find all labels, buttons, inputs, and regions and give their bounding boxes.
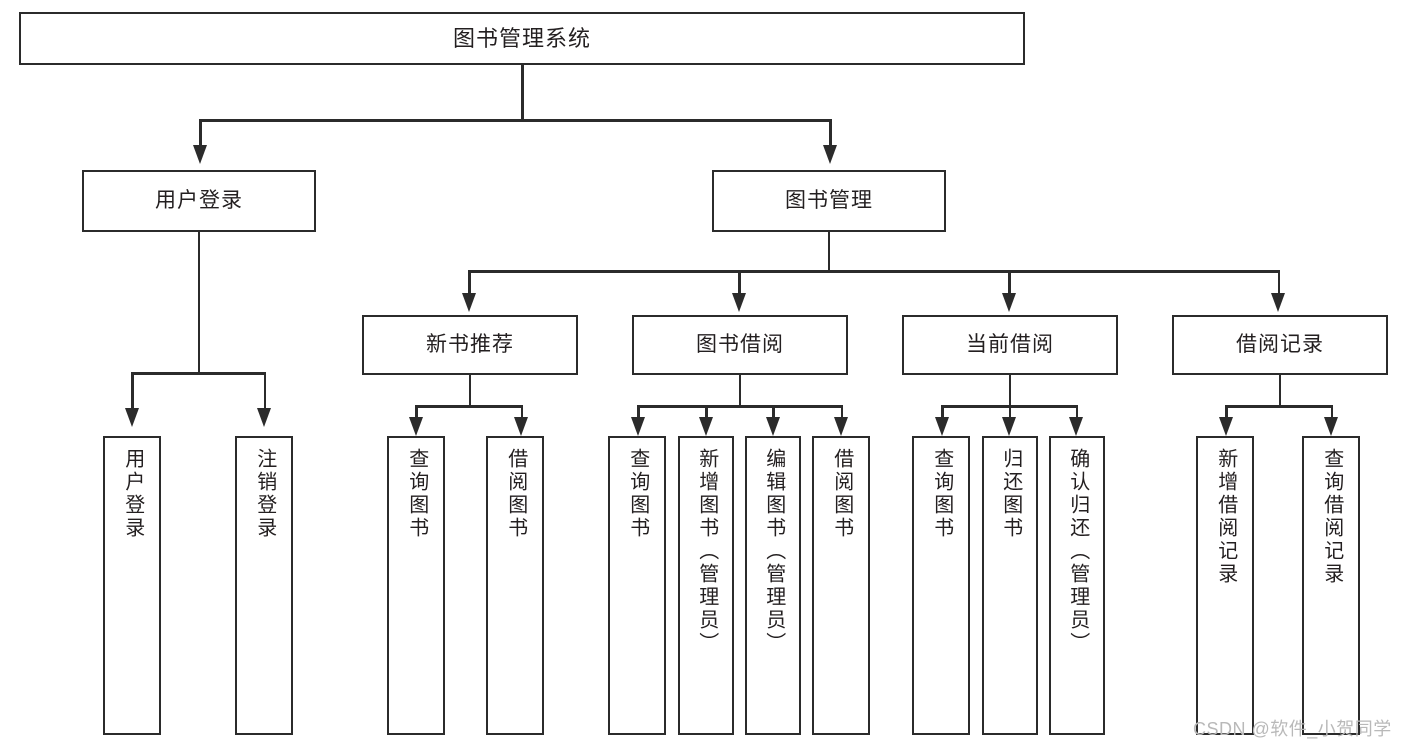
node-leaf-edit-book[interactable]: 编辑图书（管理员） <box>745 436 801 735</box>
node-leaf-user-login[interactable]: 用户登录 <box>103 436 161 735</box>
node-leaf-query-book-2[interactable]: 查询图书 <box>608 436 666 735</box>
arrowhead-to-leaf-query-book-1 <box>408 417 423 436</box>
connector-book-borrow-drop-4 <box>840 405 843 419</box>
connector-book-borrow-drop-1 <box>637 405 640 419</box>
connector-new-book-bus <box>415 405 523 408</box>
arrowhead-to-leaf-query-record <box>1324 417 1338 436</box>
connector-root-stem <box>521 65 524 120</box>
node-leaf-query-record[interactable]: 查询借阅记录 <box>1302 436 1360 735</box>
node-label: 用户登录 <box>121 448 144 540</box>
csdn-watermark: CSDN @软件_小贺同学 <box>1193 719 1392 739</box>
node-leaf-borrow-book-1[interactable]: 借阅图书 <box>486 436 544 735</box>
arrowhead-to-leaf-borrow-book-1 <box>514 417 528 436</box>
node-label: 借阅图书 <box>504 448 527 540</box>
arrowhead-to-borrow-record <box>1271 293 1285 312</box>
arrowhead-to-leaf-edit-book <box>765 417 780 436</box>
node-label: 图书管理系统 <box>452 25 591 51</box>
arrowhead-to-leaf-user-login <box>124 408 139 427</box>
node-label: 查询借阅记录 <box>1320 448 1343 586</box>
node-leaf-query-book-3[interactable]: 查询图书 <box>912 436 970 735</box>
node-current-borrow[interactable]: 当前借阅 <box>902 315 1118 375</box>
node-book-borrow[interactable]: 图书借阅 <box>632 315 848 375</box>
arrowhead-to-leaf-confirm-return <box>1069 417 1083 436</box>
connector-borrow-record-drop-1 <box>1225 405 1228 419</box>
node-leaf-borrow-book-2[interactable]: 借阅图书 <box>812 436 870 735</box>
connector-current-borrow-drop-3 <box>1075 405 1078 419</box>
node-leaf-logout[interactable]: 注销登录 <box>235 436 293 735</box>
node-label: 注销登录 <box>253 448 276 540</box>
connector-level2-drop-1 <box>199 119 202 147</box>
connector-level3-drop-4 <box>1277 270 1280 295</box>
connector-book-borrow-drop-2 <box>705 405 708 419</box>
arrowhead-to-leaf-return-book <box>1002 417 1016 436</box>
node-book-manage[interactable]: 图书管理 <box>712 170 946 232</box>
node-label: 查询图书 <box>626 448 649 540</box>
connector-user-login-drop-2 <box>263 372 266 410</box>
arrowhead-to-user-login <box>192 145 207 164</box>
connector-current-borrow-drop-1 <box>941 405 944 419</box>
node-leaf-add-record[interactable]: 新增借阅记录 <box>1196 436 1254 735</box>
node-label: 当前借阅 <box>966 332 1054 356</box>
node-leaf-return-book[interactable]: 归还图书 <box>982 436 1038 735</box>
arrowhead-to-book-manage <box>822 145 837 164</box>
connector-level3-drop-1 <box>468 270 471 295</box>
connector-level3-drop-2 <box>738 270 741 295</box>
connector-level2-drop-2 <box>829 119 832 147</box>
node-leaf-add-book[interactable]: 新增图书（管理员） <box>678 436 734 735</box>
node-root-book-management-system[interactable]: 图书管理系统 <box>19 12 1025 65</box>
node-label: 确认归还（管理员） <box>1066 448 1089 655</box>
connector-book-borrow-stem <box>738 375 741 408</box>
arrowhead-to-leaf-add-record <box>1218 417 1233 436</box>
node-label: 新增借阅记录 <box>1214 448 1237 586</box>
connector-new-book-drop-1 <box>415 405 418 419</box>
node-label: 新书推荐 <box>426 332 514 356</box>
connector-level3-bus <box>468 270 1280 273</box>
connector-user-login-bus <box>131 372 266 375</box>
arrowhead-to-leaf-query-book-2 <box>630 417 645 436</box>
node-new-book-recommend[interactable]: 新书推荐 <box>362 315 578 375</box>
arrowhead-to-current-borrow <box>1001 293 1016 312</box>
node-borrow-record[interactable]: 借阅记录 <box>1172 315 1388 375</box>
arrowhead-to-leaf-add-book <box>698 417 713 436</box>
arrowhead-to-leaf-query-book-3 <box>934 417 949 436</box>
connector-new-book-drop-2 <box>520 405 523 419</box>
node-label: 图书借阅 <box>696 332 784 356</box>
arrowhead-to-new-book-recommend <box>461 293 476 312</box>
arrowhead-to-leaf-borrow-book-2 <box>834 417 848 436</box>
connector-level2-bus <box>199 119 832 122</box>
node-label: 图书管理 <box>785 188 873 212</box>
connector-book-manage-stem <box>827 232 830 272</box>
connector-borrow-record-stem <box>1278 375 1281 408</box>
connector-level3-drop-3 <box>1008 270 1011 295</box>
connector-borrow-record-drop-2 <box>1330 405 1333 419</box>
node-leaf-confirm-return[interactable]: 确认归还（管理员） <box>1049 436 1105 735</box>
node-label: 借阅记录 <box>1236 332 1324 356</box>
connector-book-borrow-bus <box>637 405 843 408</box>
node-label: 查询图书 <box>405 448 428 540</box>
node-label: 新增图书（管理员） <box>695 448 718 655</box>
connector-user-login-stem <box>197 232 200 374</box>
connector-current-borrow-drop-2 <box>1008 405 1011 419</box>
arrowhead-to-book-borrow <box>731 293 746 312</box>
node-label: 用户登录 <box>155 188 243 212</box>
node-label: 编辑图书（管理员） <box>762 448 785 655</box>
node-label: 查询图书 <box>930 448 953 540</box>
node-label: 归还图书 <box>999 448 1022 540</box>
connector-borrow-record-bus <box>1225 405 1333 408</box>
connector-current-borrow-stem <box>1008 375 1011 408</box>
node-leaf-query-book-1[interactable]: 查询图书 <box>387 436 445 735</box>
node-label: 借阅图书 <box>830 448 853 540</box>
arrowhead-to-leaf-logout <box>257 408 271 427</box>
connector-new-book-stem <box>468 375 471 408</box>
connector-user-login-drop-1 <box>131 372 134 410</box>
node-user-login[interactable]: 用户登录 <box>82 170 316 232</box>
connector-book-borrow-drop-3 <box>772 405 775 419</box>
